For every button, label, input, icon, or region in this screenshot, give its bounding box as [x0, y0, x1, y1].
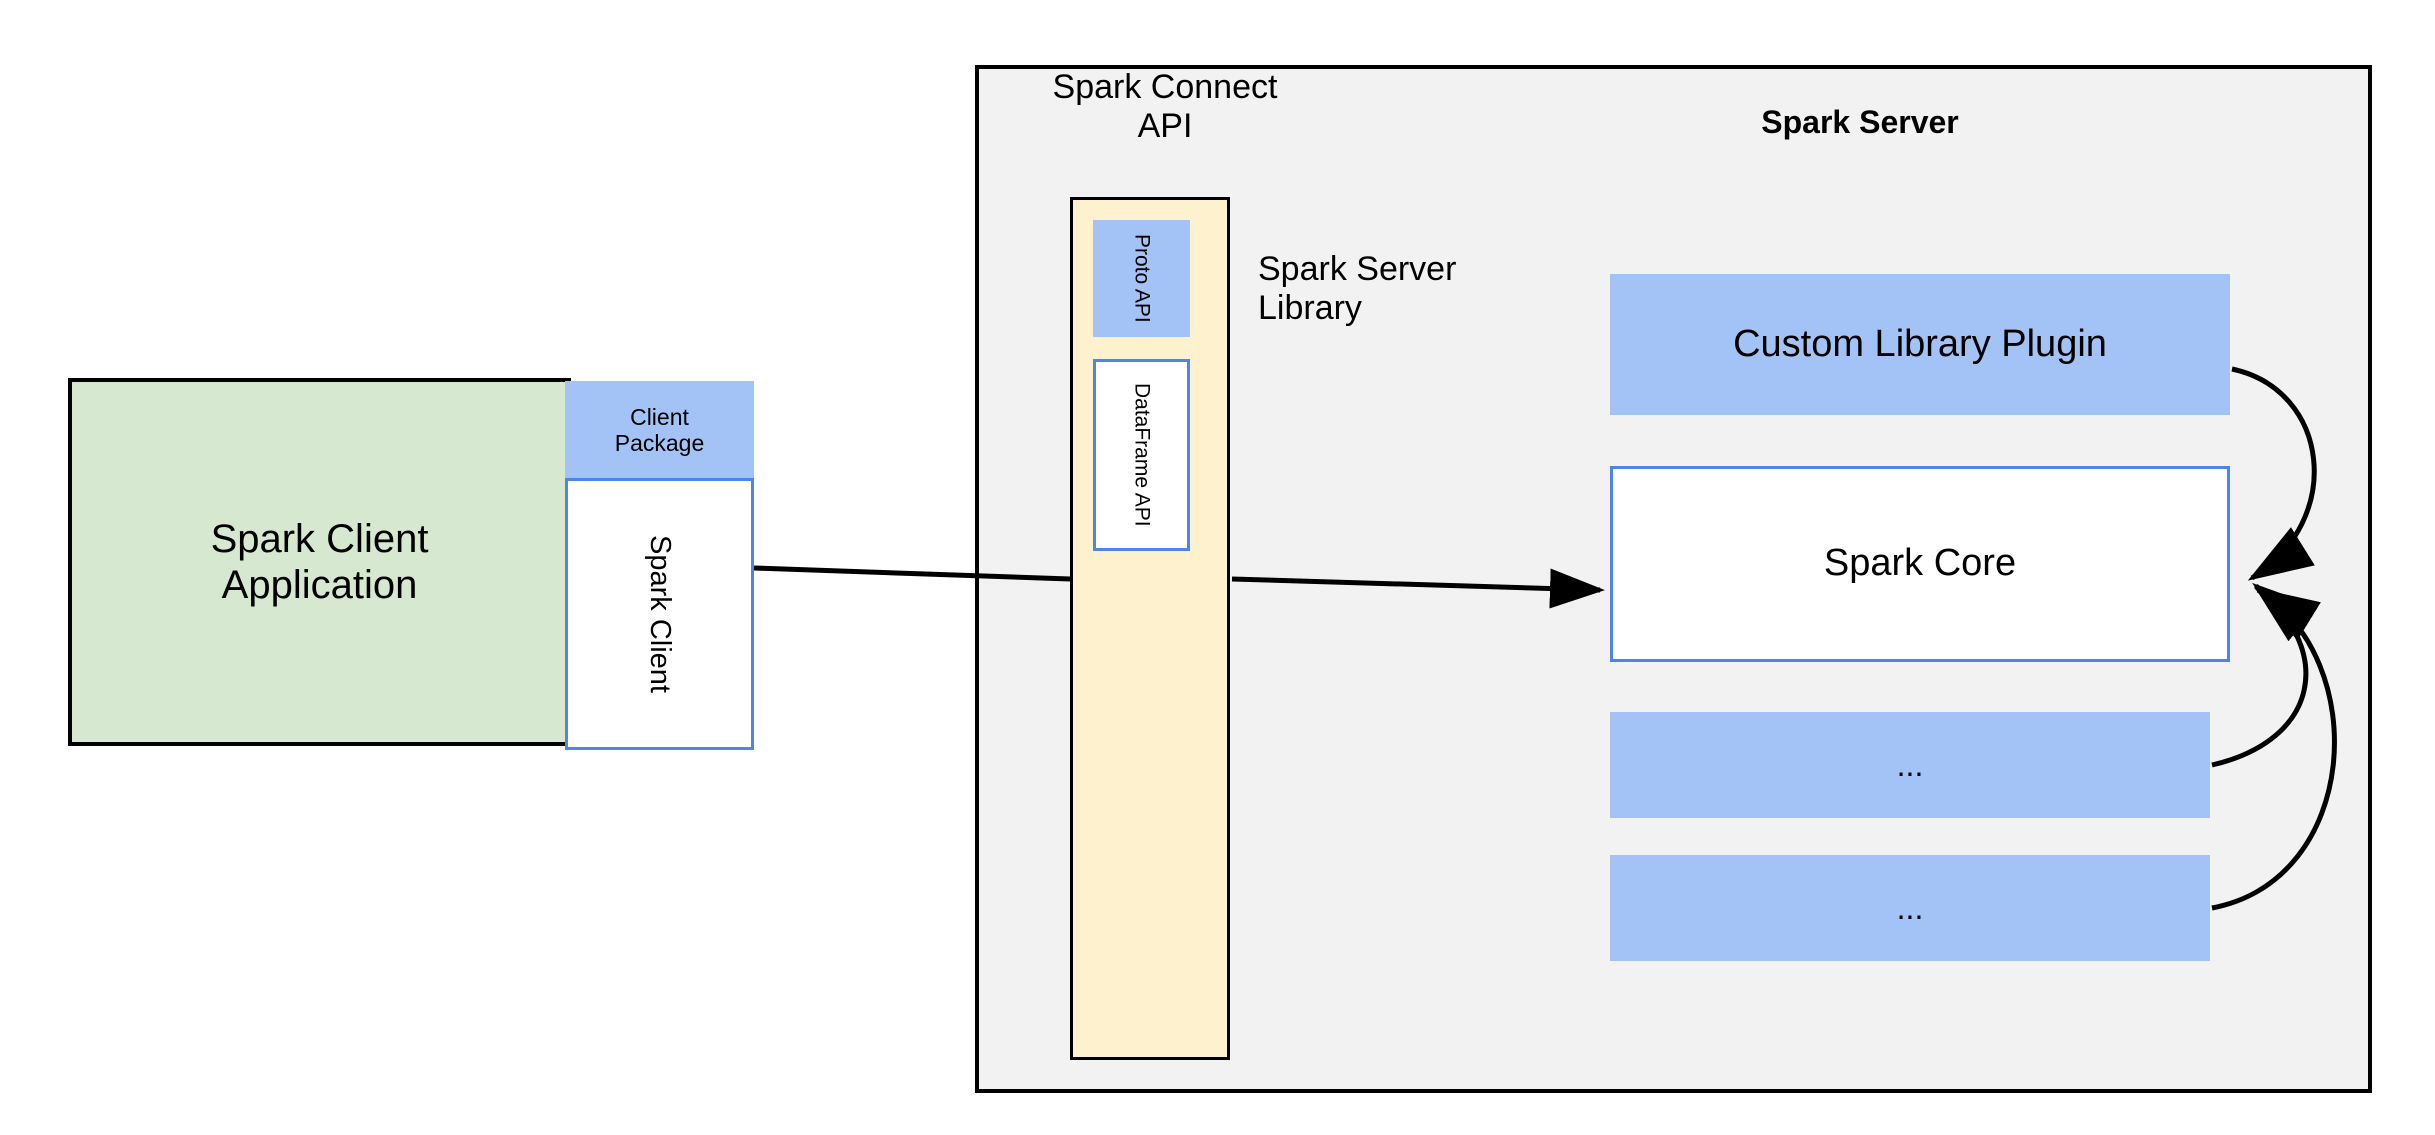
spark-connect-api-caption: Spark Connect API [1005, 68, 1325, 158]
ellipsis-box-2[interactable]: ... [1610, 855, 2210, 961]
spark-client-application-box[interactable]: Spark Client Application [68, 378, 571, 746]
dataframe-api-label: DataFrame API [1130, 383, 1154, 527]
dataframe-api-box[interactable]: DataFrame API [1093, 359, 1190, 551]
ellipsis-box-1[interactable]: ... [1610, 712, 2210, 818]
client-package-label: Client Package [614, 403, 705, 456]
client-package-box[interactable]: Client Package [565, 381, 754, 479]
ellipsis-label-2: ... [1896, 889, 1924, 926]
proto-api-label: Proto API [1130, 234, 1154, 323]
spark-client-label: Spark Client [644, 535, 677, 693]
custom-library-plugin-label: Custom Library Plugin [1733, 322, 2107, 365]
spark-client-box[interactable]: Spark Client [565, 478, 754, 750]
spark-server-title-text: Spark Server [1761, 103, 1959, 140]
proto-api-box[interactable]: Proto API [1093, 220, 1190, 337]
spark-connect-column[interactable] [1070, 197, 1230, 1060]
spark-connect-api-text: Spark Connect API [1052, 68, 1278, 146]
custom-library-plugin-box[interactable]: Custom Library Plugin [1610, 274, 2230, 415]
ellipsis-label-1: ... [1896, 746, 1924, 783]
spark-server-library-text: Spark Server Library [1258, 250, 1457, 328]
spark-client-application-label: Spark Client Application [210, 517, 429, 607]
spark-core-label: Spark Core [1823, 542, 2017, 585]
spark-core-box[interactable]: Spark Core [1610, 466, 2230, 662]
spark-server-library-caption: Spark Server Library [1258, 250, 1558, 340]
spark-server-title: Spark Server [1690, 100, 2030, 144]
